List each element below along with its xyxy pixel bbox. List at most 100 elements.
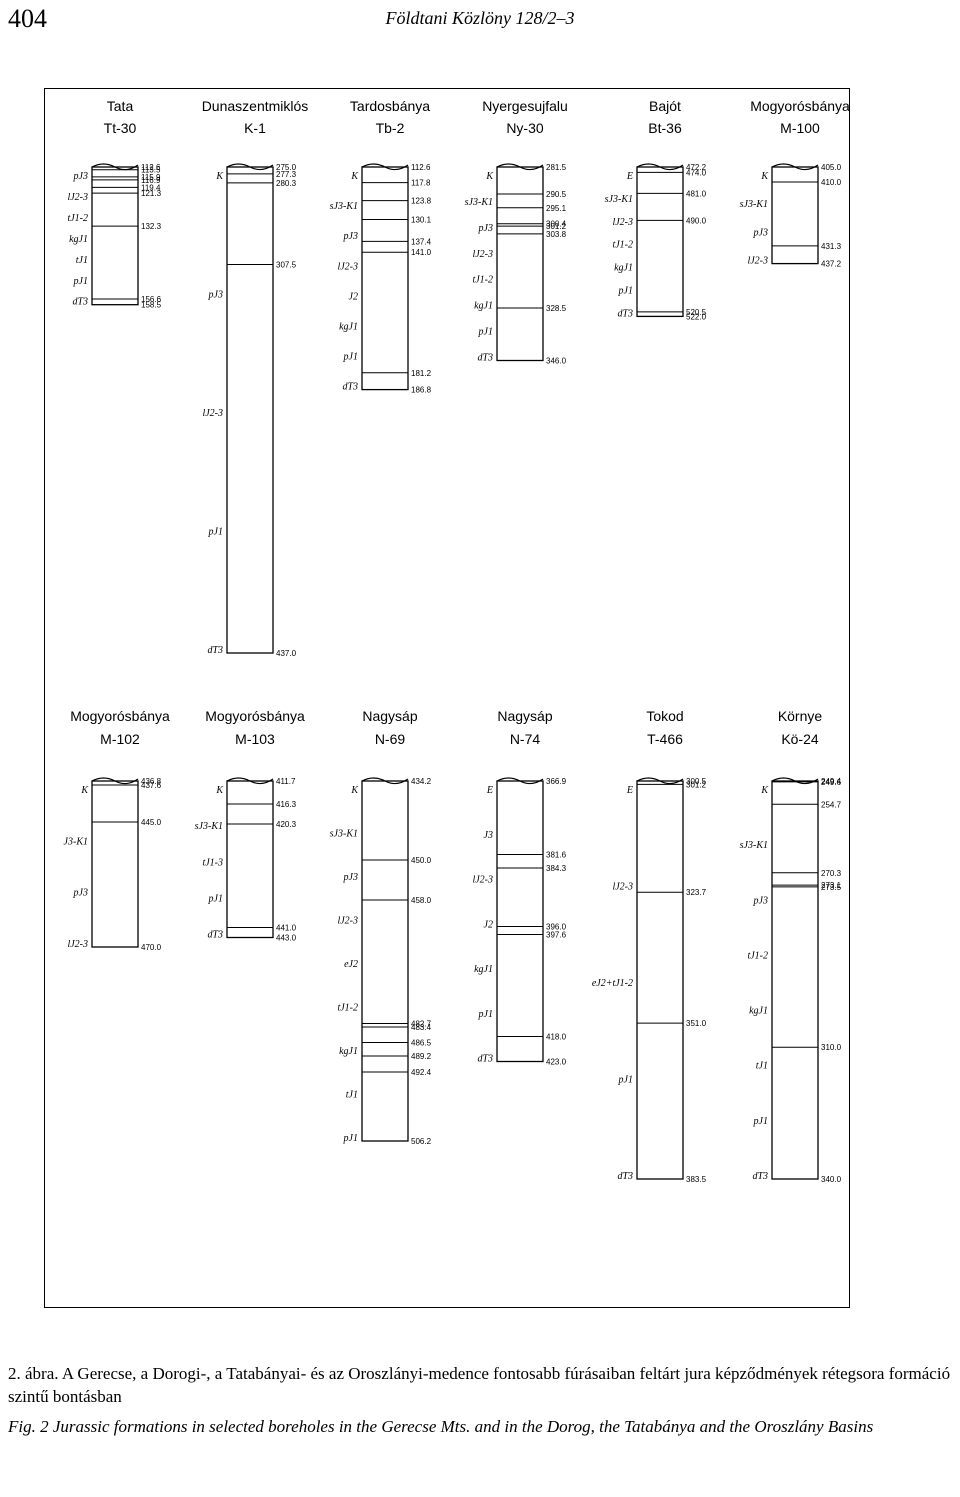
depth-label: 290.5	[546, 190, 567, 199]
formation-label: dT3	[477, 1054, 493, 1065]
depth-label: 437.0	[276, 649, 297, 658]
depth-label: 277.3	[276, 170, 297, 179]
depth-label: 119.4	[141, 183, 161, 192]
formation-label: pJ1	[618, 1075, 633, 1086]
depth-label: 397.6	[546, 931, 567, 940]
depth-label: 490.0	[686, 216, 707, 225]
depth-label: 436.8	[141, 777, 162, 786]
formation-label: pJ1	[208, 527, 223, 538]
formation-label: K	[215, 785, 224, 796]
formation-label: K	[350, 785, 359, 796]
borehole-locality: Nyergesujfalu	[482, 98, 568, 114]
unconformity-top-mark	[771, 777, 819, 785]
depth-label: 520.5	[686, 308, 707, 317]
formation-label: tJ1-3	[202, 857, 223, 868]
borehole-sections-svg: TataTt-30112.6113.5115.9116.9119.4121.31…	[64, 98, 850, 1184]
unconformity-top-mark	[636, 777, 684, 785]
depth-label: 506.2	[411, 1137, 432, 1146]
depth-label: 117.8	[411, 179, 431, 188]
depth-label: 474.0	[686, 168, 707, 177]
formation-label: tJ1	[756, 1061, 768, 1072]
borehole-code: K-1	[244, 120, 266, 136]
borehole-code: N-74	[510, 731, 541, 747]
formation-label: dT3	[617, 1171, 633, 1182]
borehole-column	[636, 166, 684, 318]
borehole-column	[361, 780, 409, 1142]
depth-label: 132.3	[141, 222, 162, 231]
borehole-locality: Tardosbánya	[350, 98, 430, 114]
depth-label: 437.2	[821, 260, 842, 269]
unconformity-top-mark	[496, 777, 544, 785]
formation-label: kgJ1	[69, 234, 88, 245]
caption-hu-text: A Gerecse, a Dorogi-, a Tatabányai- és a…	[8, 1364, 951, 1406]
depth-label: 270.3	[821, 869, 842, 878]
formation-label: sJ3-K1	[330, 201, 358, 212]
formation-label: tJ1-2	[67, 213, 88, 224]
caption-en-text: Jurassic formations in selected borehole…	[52, 1417, 874, 1436]
caption-en-label: Fig. 2	[8, 1417, 49, 1436]
formation-label: dT3	[72, 297, 88, 308]
formation-label: tJ1	[346, 1090, 358, 1101]
unconformity-top-mark	[361, 163, 409, 171]
formation-label: sJ3-K1	[330, 829, 358, 840]
borehole-locality: Tokod	[646, 708, 683, 724]
depth-label: 273.5	[821, 883, 842, 892]
borehole-column	[636, 780, 684, 1180]
formation-label: pJ1	[343, 1133, 358, 1144]
formation-label: K	[215, 171, 224, 182]
formation-label: kgJ1	[474, 301, 493, 312]
depth-label: 481.0	[686, 189, 707, 198]
depth-label: 411.7	[276, 777, 296, 786]
formation-label: pJ3	[343, 231, 358, 242]
depth-label: 445.0	[141, 818, 162, 827]
borehole-code: T-466	[647, 731, 683, 747]
depth-label: 254.7	[821, 800, 842, 809]
borehole-locality: Bajót	[649, 98, 681, 114]
borehole-locality: Mogyorósbánya	[205, 708, 305, 724]
formation-label: pJ1	[73, 276, 88, 287]
depth-label: 275.0	[276, 163, 297, 172]
depth-label: 181.2	[411, 369, 432, 378]
formation-label: E	[626, 171, 633, 182]
unconformity-top-mark	[226, 163, 274, 171]
formation-label: pJ1	[343, 352, 358, 363]
borehole-column	[496, 166, 544, 362]
journal-title: Földtani Közlöny 128/2–3	[385, 8, 575, 28]
formation-label: pJ1	[208, 893, 223, 904]
page-header: 404 Földtani Közlöny 128/2–3	[0, 0, 960, 44]
unconformity-top-mark	[496, 163, 544, 171]
depth-label: 416.3	[276, 800, 297, 809]
formation-label: K	[760, 171, 769, 182]
borehole-locality: Mogyorósbánya	[750, 98, 850, 114]
unconformity-top-mark	[636, 163, 684, 171]
depth-label: 434.2	[411, 777, 432, 786]
borehole-column	[91, 780, 139, 948]
depth-label: 249.4	[821, 777, 842, 786]
borehole-column	[771, 780, 819, 1180]
depth-label: 310.0	[821, 1043, 842, 1052]
depth-label: 443.0	[276, 934, 297, 943]
borehole-code: M-102	[100, 731, 140, 747]
formation-label: lJ2-3	[337, 261, 358, 272]
depth-label: 486.5	[411, 1039, 432, 1048]
formation-label: lJ2-3	[67, 939, 88, 950]
depth-label: 351.0	[686, 1019, 707, 1028]
formation-label: pJ3	[208, 290, 223, 301]
depth-label: 273.1	[821, 881, 842, 890]
formation-label: pJ1	[478, 1009, 493, 1020]
formation-label: kgJ1	[339, 321, 358, 332]
depth-label: 158.5	[141, 301, 162, 310]
unconformity-top-mark	[91, 163, 139, 171]
depth-label: 396.0	[546, 923, 567, 932]
borehole-locality: Nagysáp	[362, 708, 417, 724]
depth-label: 492.4	[411, 1068, 432, 1077]
depth-label: 186.8	[411, 386, 432, 395]
caption-hungarian: 2. ábra. A Gerecse, a Dorogi-, a Tatabán…	[8, 1362, 958, 1408]
formation-label: dT3	[617, 308, 633, 319]
depth-label: 323.7	[686, 888, 707, 897]
depth-label: 112.6	[141, 163, 161, 172]
formation-label: pJ1	[753, 1116, 768, 1127]
depth-label: 458.0	[411, 896, 432, 905]
borehole-locality: Nagysáp	[497, 708, 552, 724]
